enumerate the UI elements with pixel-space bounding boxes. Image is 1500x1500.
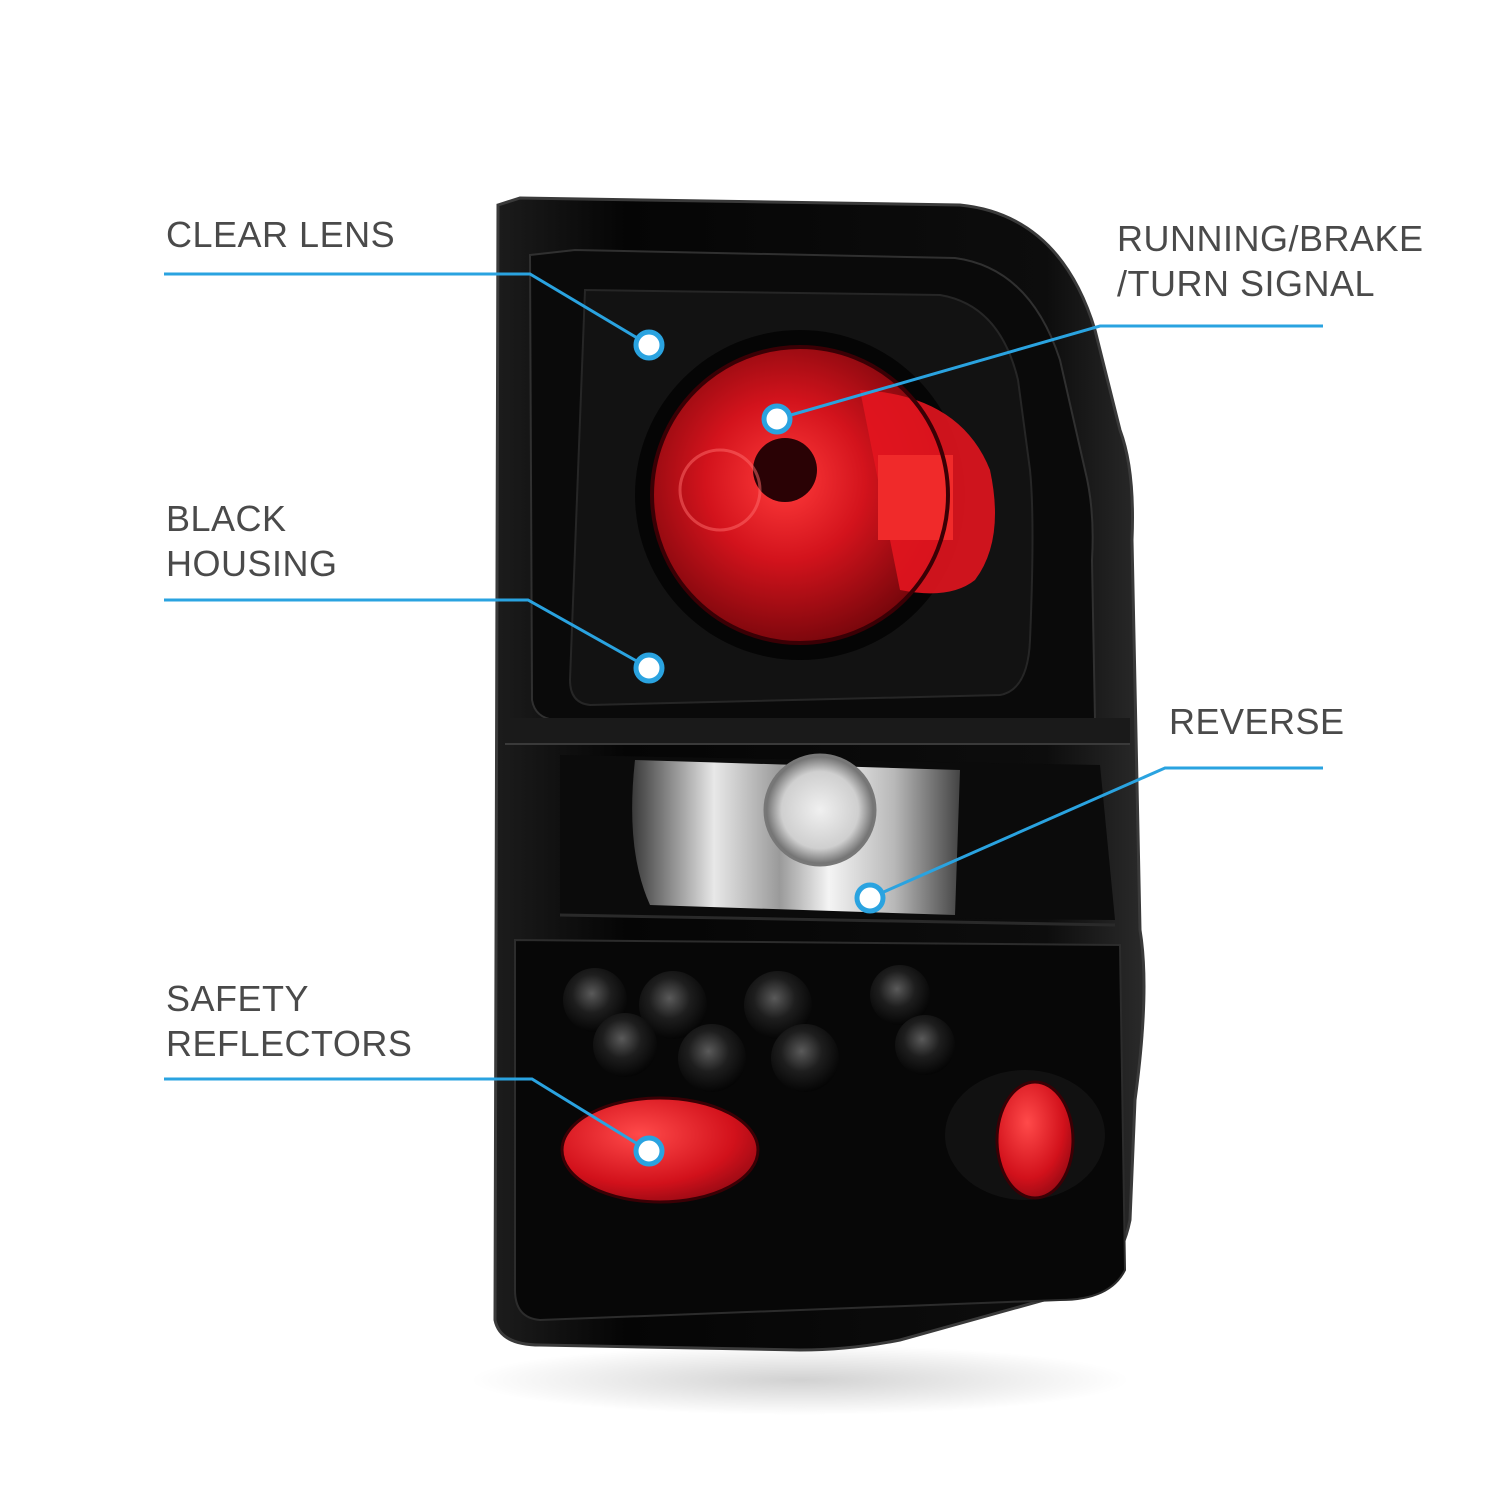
floor-shadow bbox=[470, 1345, 1130, 1415]
callout-lines bbox=[164, 272, 1323, 1153]
callout-clear-lens-line1: CLEAR LENS bbox=[166, 214, 396, 255]
lower-section bbox=[514, 938, 1127, 1322]
callout-running-brake-turn-line2: /TURN SIGNAL bbox=[1117, 263, 1376, 304]
callout-dots bbox=[633, 329, 886, 1167]
callout-black-housing: BLACK HOUSING bbox=[166, 496, 338, 586]
callout-running-brake-turn-line1: RUNNING/BRAKE bbox=[1117, 218, 1424, 259]
right-safety-reflector bbox=[995, 1080, 1075, 1200]
led-cups bbox=[563, 965, 955, 1092]
divider-band bbox=[505, 718, 1130, 744]
callout-running-brake-turn: RUNNING/BRAKE /TURN SIGNAL bbox=[1117, 216, 1424, 306]
callout-safety-reflectors-line2: REFLECTORS bbox=[166, 1023, 413, 1064]
callout-reverse-line1: REVERSE bbox=[1169, 701, 1345, 742]
reverse-lens bbox=[559, 753, 1116, 927]
running-brake-lens bbox=[635, 330, 995, 660]
callout-reverse: REVERSE bbox=[1169, 699, 1345, 744]
callout-safety-reflectors-line1: SAFETY bbox=[166, 978, 310, 1019]
callout-clear-lens: CLEAR LENS bbox=[166, 212, 395, 257]
callout-black-housing-line2: HOUSING bbox=[166, 543, 338, 584]
callout-safety-reflectors: SAFETY REFLECTORS bbox=[166, 976, 412, 1066]
callout-black-housing-line1: BLACK bbox=[166, 498, 287, 539]
